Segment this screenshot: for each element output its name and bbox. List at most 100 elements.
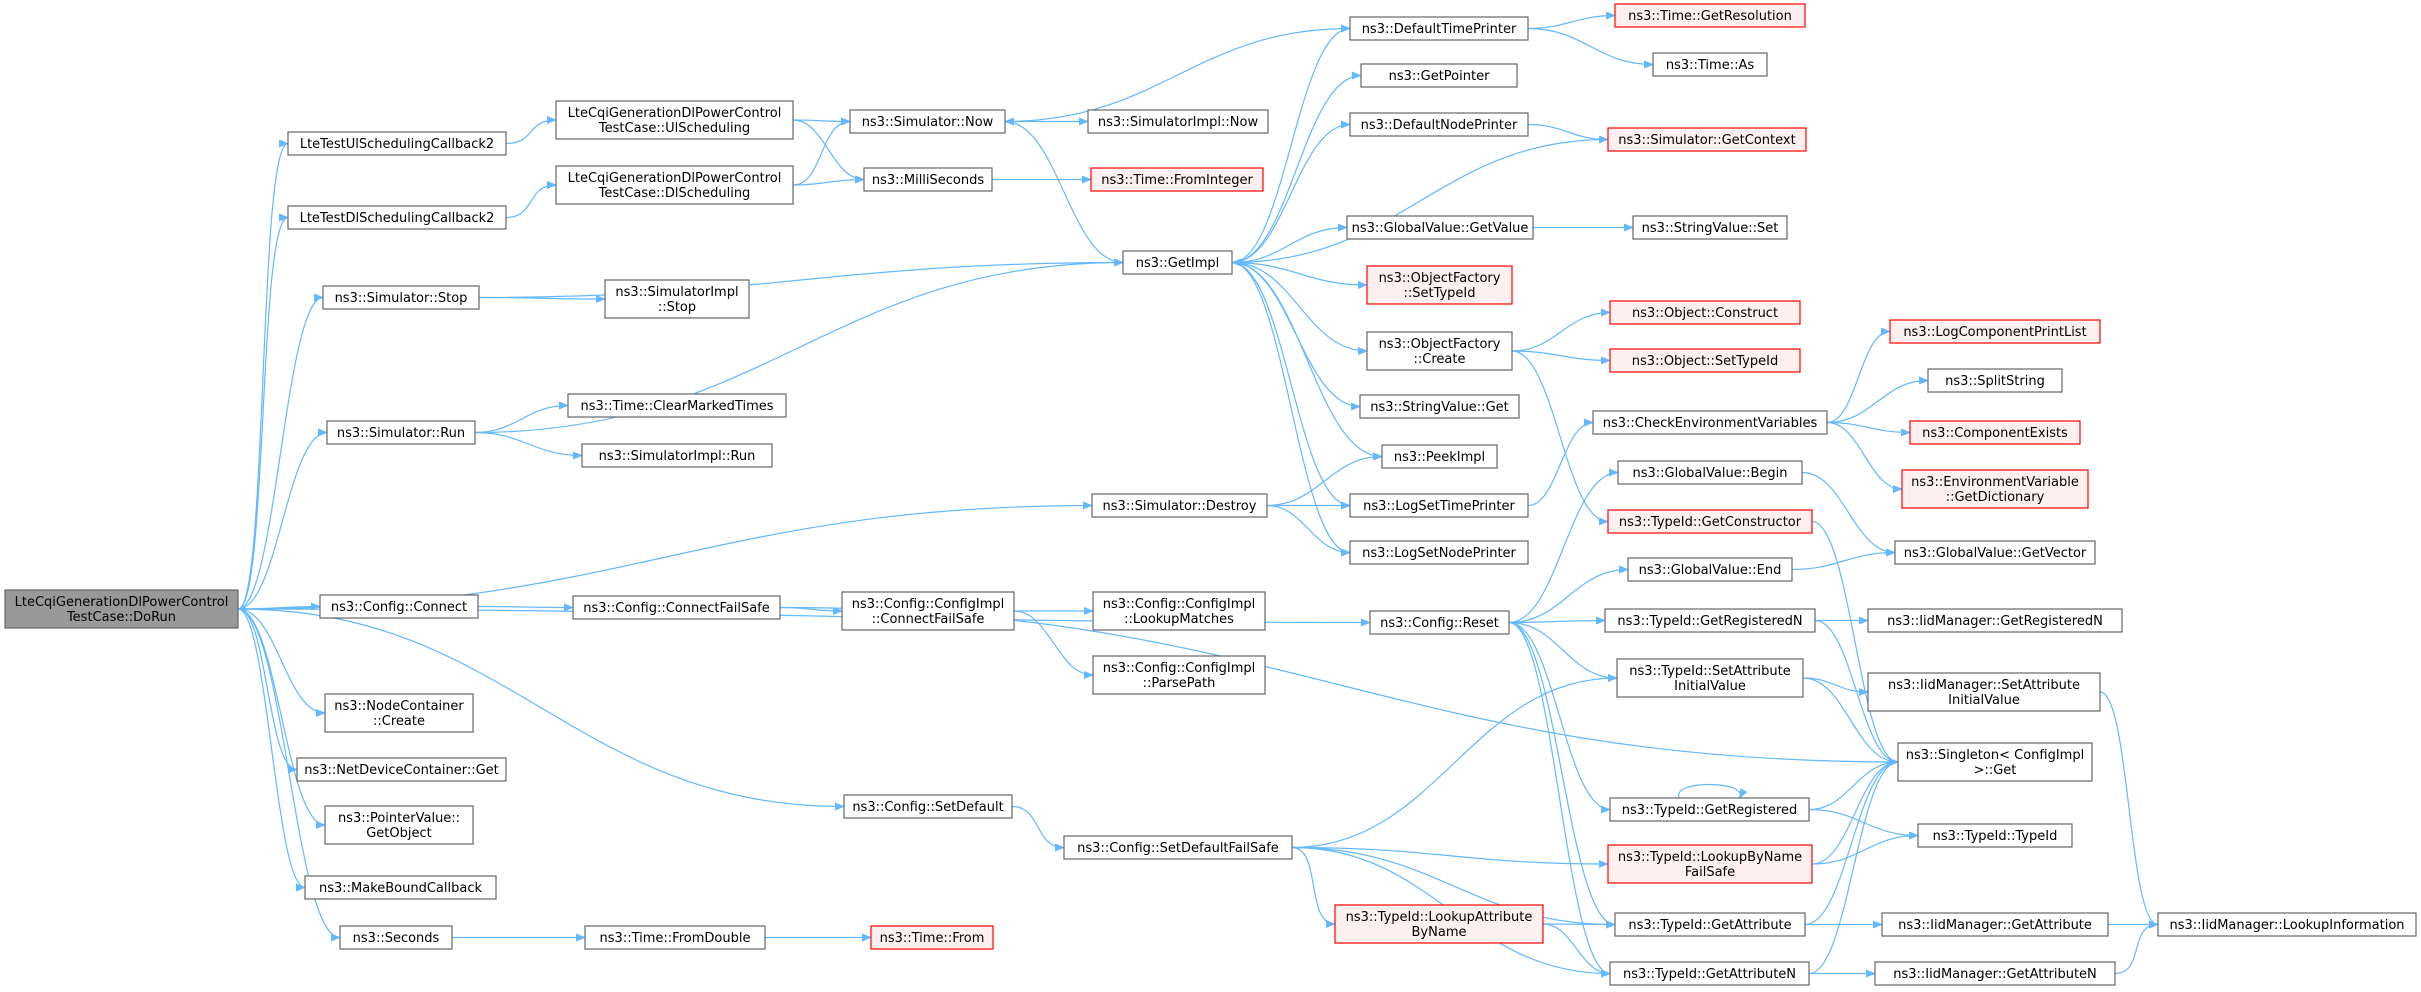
node-box[interactable] <box>1607 127 1807 152</box>
node-box[interactable] <box>863 167 993 192</box>
node-defnodeprinter[interactable]: ns3::DefaultNodePrinter <box>1349 112 1529 137</box>
node-box[interactable] <box>841 591 1015 631</box>
node-nodecont[interactable]: ns3::NodeContainer::Create <box>324 693 474 733</box>
node-connfailsafe[interactable]: ns3::Config::ConnectFailSafe <box>572 595 781 620</box>
node-box[interactable] <box>1607 509 1813 534</box>
node-box[interactable] <box>1360 63 1518 88</box>
node-box[interactable] <box>572 595 781 620</box>
node-cfg-connect[interactable]: ns3::Config::Connect <box>319 594 479 619</box>
node-box[interactable] <box>1349 112 1529 137</box>
node-tid-getregn[interactable]: ns3::TypeId::GetRegisteredN <box>1604 608 1816 633</box>
node-box[interactable] <box>322 285 480 310</box>
node-tid-getreg[interactable]: ns3::TypeId::GetRegistered <box>1609 797 1810 822</box>
node-box[interactable] <box>1874 961 2116 986</box>
node-gv-getvector[interactable]: ns3::GlobalValue::GetVector <box>1894 540 2096 565</box>
node-box[interactable] <box>1349 493 1529 518</box>
node-clearmarked[interactable]: ns3::Time::ClearMarkedTimes <box>567 393 787 418</box>
node-parsepath[interactable]: ns3::Config::ConfigImpl::ParsePath <box>1092 655 1266 695</box>
node-box[interactable] <box>1369 610 1510 635</box>
node-cfg-reset[interactable]: ns3::Config::Reset <box>1369 610 1510 635</box>
node-box[interactable] <box>287 131 507 156</box>
node-obj-construct[interactable]: ns3::Object::Construct <box>1609 300 1801 325</box>
node-of-create[interactable]: ns3::ObjectFactory::Create <box>1366 331 1513 371</box>
node-envvar[interactable]: ns3::EnvironmentVariable::GetDictionary <box>1901 469 2089 509</box>
node-time-getres[interactable]: ns3::Time::GetResolution <box>1614 3 1806 28</box>
node-box[interactable] <box>326 420 476 445</box>
node-tid-typeid[interactable]: ns3::TypeId::TypeId <box>1917 823 2073 848</box>
node-box[interactable] <box>1090 167 1264 192</box>
node-box[interactable] <box>1927 368 2063 393</box>
node-box[interactable] <box>1652 52 1768 77</box>
node-time-fromint[interactable]: ns3::Time::FromInteger <box>1090 167 1264 192</box>
node-sim-now[interactable]: ns3::Simulator::Now <box>849 109 1006 134</box>
node-box[interactable] <box>1867 672 2101 712</box>
node-box[interactable] <box>1381 444 1498 469</box>
node-seconds[interactable]: ns3::Seconds <box>339 925 453 950</box>
node-getimpl[interactable]: ns3::GetImpl <box>1122 250 1233 275</box>
node-of-settypeid[interactable]: ns3::ObjectFactory::SetTypeId <box>1366 265 1513 305</box>
node-time-fromdouble[interactable]: ns3::Time::FromDouble <box>584 925 766 950</box>
node-cfgimpl-cfs[interactable]: ns3::Config::ConfigImpl::ConnectFailSafe <box>841 591 1015 631</box>
node-box[interactable] <box>1632 215 1788 240</box>
node-box[interactable] <box>1366 265 1513 305</box>
node-dlcb2[interactable]: LteTestDlSchedulingCallback2 <box>287 205 507 230</box>
node-box[interactable] <box>1609 300 1801 325</box>
node-box[interactable] <box>581 443 773 468</box>
node-box[interactable] <box>1901 469 2089 509</box>
node-setdef-fs[interactable]: ns3::Config::SetDefaultFailSafe <box>1063 835 1293 860</box>
node-box[interactable] <box>1592 410 1828 435</box>
node-box[interactable] <box>1092 655 1266 695</box>
node-sim-stop[interactable]: ns3::Simulator::Stop <box>322 285 480 310</box>
node-box[interactable] <box>1091 493 1268 518</box>
node-time-as[interactable]: ns3::Time::As <box>1652 52 1768 77</box>
node-box[interactable] <box>304 875 497 900</box>
node-ulcb2[interactable]: LteTestUlSchedulingCallback2 <box>287 131 507 156</box>
node-box[interactable] <box>1346 215 1534 240</box>
node-gv-begin[interactable]: ns3::GlobalValue::Begin <box>1617 460 1803 485</box>
node-compexists[interactable]: ns3::ComponentExists <box>1909 420 2081 445</box>
node-box[interactable] <box>1894 540 2096 565</box>
node-box[interactable] <box>849 109 1006 134</box>
node-box[interactable] <box>1617 460 1803 485</box>
node-box[interactable] <box>1909 420 2081 445</box>
node-cfg-setdefault[interactable]: ns3::Config::SetDefault <box>843 794 1013 819</box>
node-box[interactable] <box>584 925 766 950</box>
node-simimpl-run[interactable]: ns3::SimulatorImpl::Run <box>581 443 773 468</box>
node-box[interactable] <box>1917 823 2073 848</box>
node-box[interactable] <box>1349 16 1529 41</box>
node-tid-getattr[interactable]: ns3::TypeId::GetAttribute <box>1614 912 1806 937</box>
node-box[interactable] <box>843 794 1013 819</box>
node-box[interactable] <box>1366 331 1513 371</box>
node-simimpl-stop[interactable]: ns3::SimulatorImpl::Stop <box>604 279 750 319</box>
node-peekimpl[interactable]: ns3::PeekImpl <box>1381 444 1498 469</box>
node-box[interactable] <box>1614 3 1806 28</box>
node-ulsched[interactable]: LteCqiGenerationDlPowerControlTestCase::… <box>555 100 794 140</box>
node-box[interactable] <box>555 165 794 205</box>
node-time-from[interactable]: ns3::Time::From <box>870 925 994 950</box>
node-sv-set[interactable]: ns3::StringValue::Set <box>1632 215 1788 240</box>
node-box[interactable] <box>319 594 479 619</box>
node-tid-getctor[interactable]: ns3::TypeId::GetConstructor <box>1607 509 1813 534</box>
node-dlsched[interactable]: LteCqiGenerationDlPowerControlTestCase::… <box>555 165 794 205</box>
node-deftimeprinter[interactable]: ns3::DefaultTimePrinter <box>1349 16 1529 41</box>
node-box[interactable] <box>604 279 750 319</box>
node-logcomp[interactable]: ns3::LogComponentPrintList <box>1889 319 2101 344</box>
node-box[interactable] <box>1881 912 2109 937</box>
node-box[interactable] <box>1616 658 1804 698</box>
node-getpointer[interactable]: ns3::GetPointer <box>1360 63 1518 88</box>
node-sim-destroy[interactable]: ns3::Simulator::Destroy <box>1091 493 1268 518</box>
node-box[interactable] <box>1614 912 1806 937</box>
node-gv-end[interactable]: ns3::GlobalValue::End <box>1627 557 1793 582</box>
node-box[interactable] <box>1359 394 1520 419</box>
node-lookupmatches[interactable]: ns3::Config::ConfigImpl::LookupMatches <box>1092 591 1266 631</box>
node-box[interactable] <box>287 205 507 230</box>
node-sim-run[interactable]: ns3::Simulator::Run <box>326 420 476 445</box>
node-box[interactable] <box>1609 348 1801 373</box>
node-netdev[interactable]: ns3::NetDeviceContainer::Get <box>296 757 507 782</box>
node-mkcb[interactable]: ns3::MakeBoundCallback <box>304 875 497 900</box>
node-box[interactable] <box>1334 904 1544 944</box>
node-gv-getvalue[interactable]: ns3::GlobalValue::GetValue <box>1346 215 1534 240</box>
